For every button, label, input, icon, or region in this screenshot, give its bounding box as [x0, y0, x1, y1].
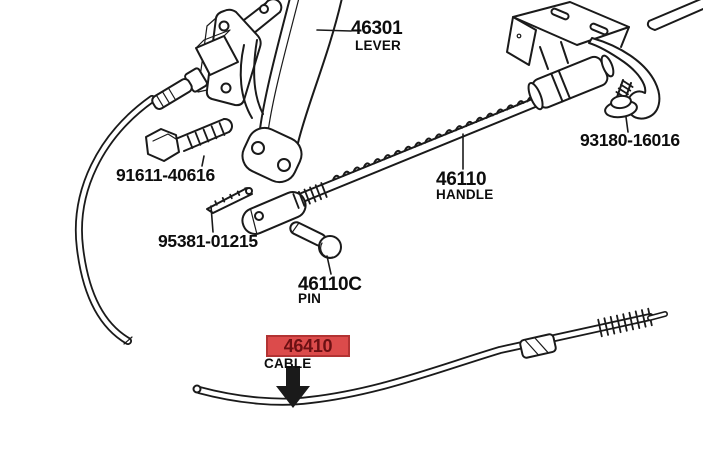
bolt-91611-drawing — [145, 117, 233, 162]
selected-part-arrow-icon — [276, 366, 310, 408]
rear-cable-drawing — [192, 307, 668, 406]
bracket-drawing — [506, 0, 703, 70]
pin-serration — [214, 187, 248, 206]
cable-ferrule — [519, 333, 557, 359]
cable-spring — [597, 307, 653, 338]
part-name-cable: CABLE — [264, 356, 312, 371]
part-label-46410: 46410 — [283, 336, 333, 356]
cable-adjuster-drawing — [151, 29, 239, 110]
leader-line-93180 — [625, 116, 629, 133]
clevis-pin-drawing — [289, 221, 342, 259]
leader-line-46301 — [316, 29, 352, 32]
part-label-95381: 95381-01215 — [158, 231, 258, 251]
part-label-46110c: 46110C — [298, 274, 362, 295]
leader-line-91611 — [201, 155, 205, 167]
part-label-93180: 93180-16016 — [580, 130, 680, 150]
part-name-pin: PIN — [298, 291, 322, 306]
part-label-46301: 46301 — [351, 18, 403, 39]
grip-drawing — [241, 191, 307, 235]
part-label-46110: 46110 — [436, 169, 487, 190]
leader-line-95381 — [210, 205, 214, 233]
grip-spring — [292, 182, 328, 209]
pin-95381-drawing — [206, 187, 253, 214]
bolt-93180-drawing — [604, 79, 638, 119]
front-cable-drawing — [75, 95, 156, 345]
bolt-91611-threads — [186, 122, 226, 149]
highlighted-part-label-46410[interactable]: 46410 — [266, 335, 350, 357]
part-name-lever: LEVER — [355, 38, 402, 53]
part-name-handle: HANDLE — [436, 187, 494, 202]
tube-drawing — [527, 54, 615, 111]
leader-line-46110c — [326, 255, 332, 275]
lever-drawing — [239, 0, 343, 184]
part-label-91611: 91611-40616 — [116, 165, 215, 185]
